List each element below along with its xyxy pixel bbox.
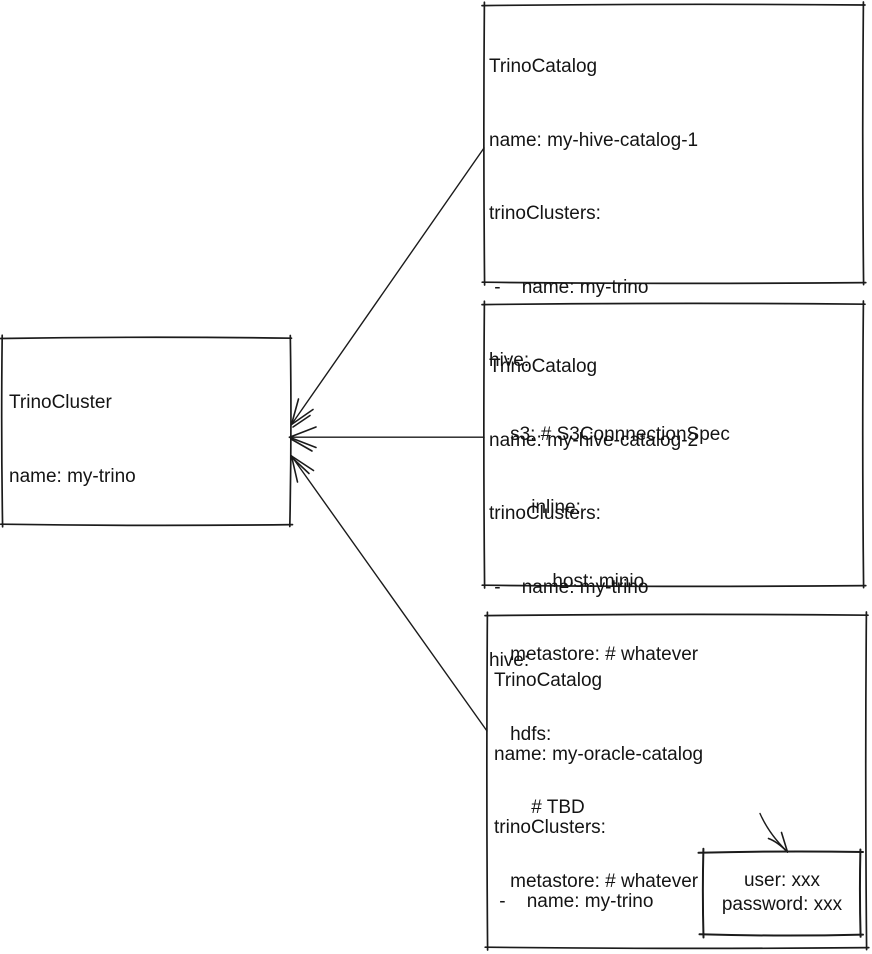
- trino-catalog-1-text: TrinoCatalog name: my-hive-catalog-1 tri…: [489, 6, 730, 717]
- yaml-line: hdfs:: [489, 723, 552, 745]
- yaml-line: # TBD: [489, 797, 585, 818]
- yaml-line: name: my-hive-catalog-1: [489, 129, 699, 151]
- yaml-line: trinoClusters:: [489, 503, 601, 524]
- yaml-line: metastore: # whatever: [489, 870, 699, 892]
- yaml-line: - name: my-trino: [489, 576, 649, 598]
- yaml-line: TrinoCatalog: [494, 670, 603, 691]
- yaml-line: name: my-hive-catalog-2: [489, 429, 699, 451]
- yaml-line: name: my-oracle-catalog: [494, 743, 704, 765]
- yaml-line: password: xxx: [721, 894, 843, 915]
- edge-catalog2-to-cluster-arrow: [288, 426, 485, 452]
- yaml-line: trinoClusters:: [489, 203, 601, 224]
- yaml-line: name: my-trino: [9, 465, 136, 487]
- yaml-line: TrinoCluster: [9, 392, 112, 413]
- yaml-line: trinoClusters:: [494, 817, 606, 838]
- yaml-line: - name: my-trino: [494, 890, 654, 912]
- edge-catalog3-to-cluster-arrow: [290, 455, 488, 732]
- trino-catalog-3-text: TrinoCatalog name: my-oracle-catalog tri…: [494, 620, 826, 954]
- yaml-line: TrinoCatalog: [489, 56, 598, 77]
- yaml-line: metastore: # whatever: [489, 644, 699, 665]
- trino-catalog-2-box-border: [481, 300, 867, 589]
- credentials-secret-box-border: [697, 847, 864, 939]
- yaml-line: hive:: [489, 350, 530, 371]
- yaml-line: TrinoCatalog: [489, 356, 598, 377]
- yaml-line: - name: my-trino: [489, 276, 649, 298]
- yaml-line: user: xxx: [743, 869, 821, 891]
- trino-catalog-2-text: TrinoCatalog name: my-hive-catalog-2 tri…: [489, 306, 698, 943]
- yaml-line: host: minio: [489, 570, 645, 592]
- edge-catalog1-to-cluster-arrow: [290, 147, 485, 428]
- trino-cluster-box-border: [0, 334, 294, 528]
- credentials-secret-text: user: xxx password: xxx: [703, 851, 861, 935]
- yaml-line: s3: # S3ConnnectionSpec: [489, 423, 730, 445]
- yaml-line: hive:: [489, 650, 530, 671]
- credentials-secret-arrow: [759, 812, 789, 853]
- trino-cluster-text: TrinoCluster name: my-trino: [9, 342, 136, 538]
- yaml-line: inline:: [489, 497, 581, 518]
- trino-catalog-1-box-border: [481, 1, 867, 286]
- trino-catalog-3-box-border: [484, 611, 870, 951]
